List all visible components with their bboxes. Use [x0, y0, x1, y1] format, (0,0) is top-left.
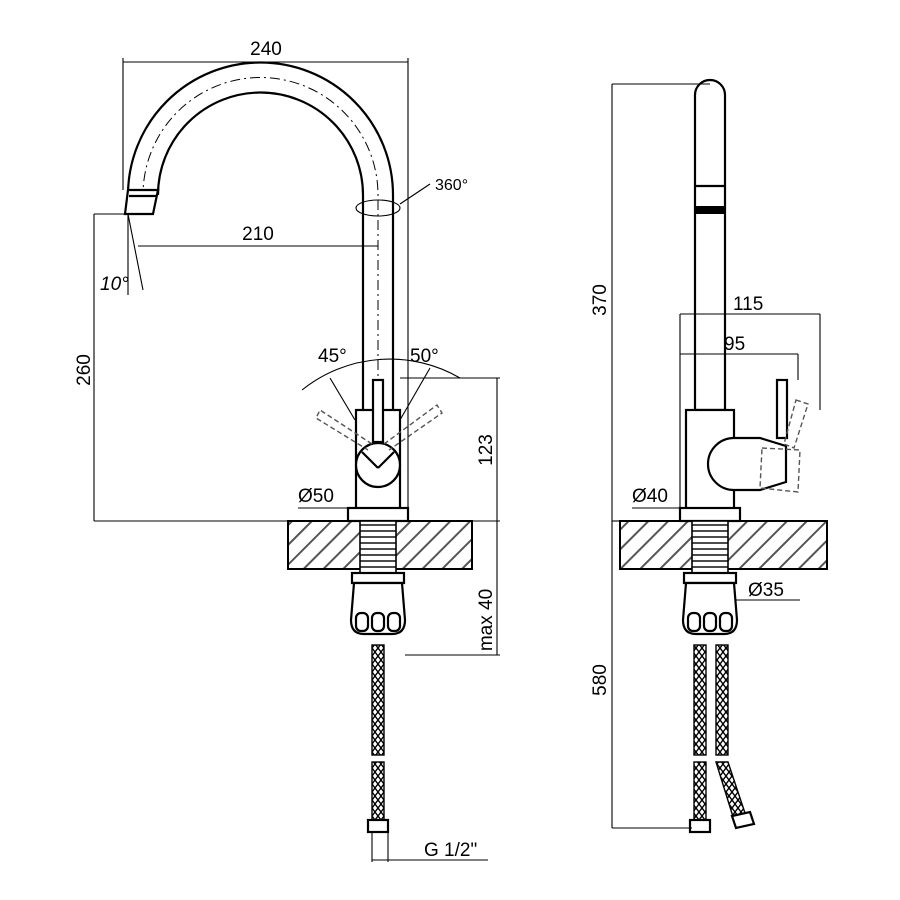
dim-max-deck: max 40	[476, 589, 497, 651]
dim-lever-reach: 115	[733, 294, 763, 315]
dim-total-height: 370	[590, 284, 611, 316]
dim-spout-reach: 240	[250, 39, 282, 60]
dim-shank-diameter: Ø35	[748, 580, 784, 601]
front-lever-swing	[301, 358, 461, 451]
side-valve-body	[678, 378, 809, 523]
side-spout	[693, 78, 727, 412]
dim-connection-thread: G 1/2"	[424, 840, 477, 861]
dim-outlet-to-axis: 210	[242, 224, 274, 245]
dim-lever-angle-left: 45°	[318, 346, 347, 367]
side-shank	[681, 520, 739, 636]
front-spout	[123, 61, 401, 410]
dim-hose-length: 580	[590, 664, 611, 696]
dim-side-base-diameter: Ø40	[632, 486, 668, 507]
dim-outlet-angle: 10°	[100, 274, 129, 295]
dim-base-diameter: Ø50	[298, 486, 334, 507]
side-dimensions	[611, 83, 821, 829]
front-hose	[366, 644, 390, 834]
dim-rotation: 360°	[435, 177, 468, 194]
dim-lever-angle-right: 50°	[410, 346, 439, 367]
front-dimensions	[93, 58, 500, 862]
front-shank	[349, 520, 407, 636]
dim-handle-reach: 95	[724, 334, 745, 355]
front-view: 240 210 360° 10° 260 45° 50° 123 Ø50 max…	[74, 39, 500, 862]
side-view: 370 115 95 Ø40 Ø35 580	[590, 78, 828, 834]
front-valve-body	[346, 378, 410, 523]
dim-body-height: 123	[476, 434, 497, 466]
dim-total-height-outlet: 260	[74, 354, 95, 386]
side-hoses	[688, 644, 756, 834]
